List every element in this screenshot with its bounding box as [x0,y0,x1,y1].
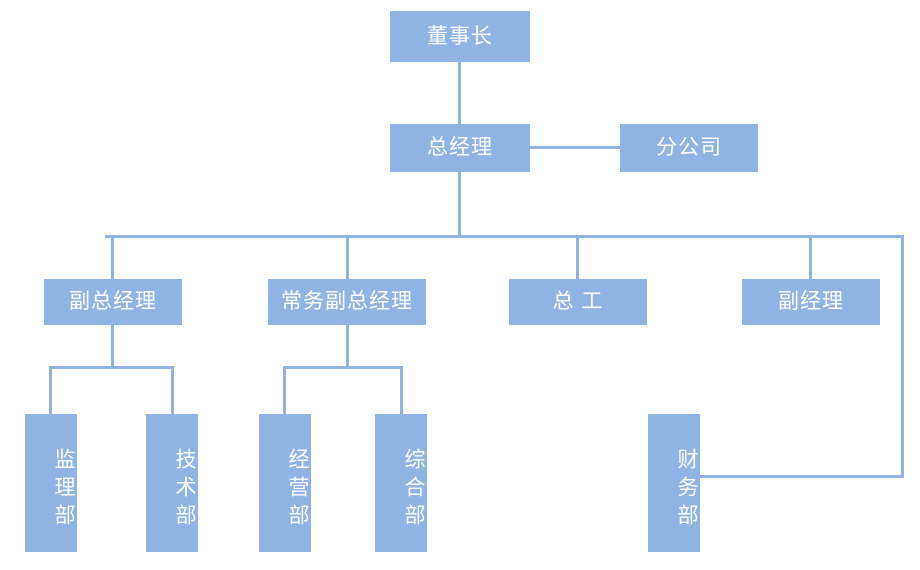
connector-deputy-manager-right-riser [901,235,904,478]
node-chief-engineer[interactable]: 总 工 [509,279,647,325]
connector-general-manager-drop [458,172,461,235]
node-supervision-department[interactable]: 监理部 [25,414,77,552]
connector-drop-technology-department [171,366,174,414]
connector-finance-department-horizontal [700,475,904,478]
connector-bus-drop-deputy-manager [809,235,812,279]
connector-general-manager-to-branch-company [530,146,620,149]
node-general-affairs-department[interactable]: 综合部 [375,414,427,552]
connector-deputy-general-manager-stem [111,325,114,366]
connector-deputy-general-manager-bus [49,366,174,369]
node-chairman[interactable]: 董事长 [390,11,530,62]
node-executive-deputy-general-manager[interactable]: 常务副总经理 [268,279,426,325]
connector-bus-drop-executive-deputy-general-manager [346,235,349,279]
connector-drop-business-department [283,366,286,414]
connector-drop-supervision-department [49,366,52,414]
connector-bus-drop-deputy-general-manager [111,235,114,279]
node-business-department[interactable]: 经营部 [259,414,311,552]
connector-executive-deputy-general-manager-stem [346,325,349,366]
connector-chairman-to-general-manager [458,62,461,124]
node-finance-department[interactable]: 财务部 [648,414,700,552]
connector-executive-deputy-general-manager-bus [283,366,403,369]
connector-drop-general-affairs-department [400,366,403,414]
node-general-manager[interactable]: 总经理 [390,124,530,172]
node-deputy-manager[interactable]: 副经理 [742,279,880,325]
connector-bus-drop-chief-engineer [576,235,579,279]
connector-level3-bus [105,235,904,238]
node-branch-company[interactable]: 分公司 [620,124,758,172]
node-technology-department[interactable]: 技术部 [146,414,198,552]
node-deputy-general-manager[interactable]: 副总经理 [44,279,182,325]
